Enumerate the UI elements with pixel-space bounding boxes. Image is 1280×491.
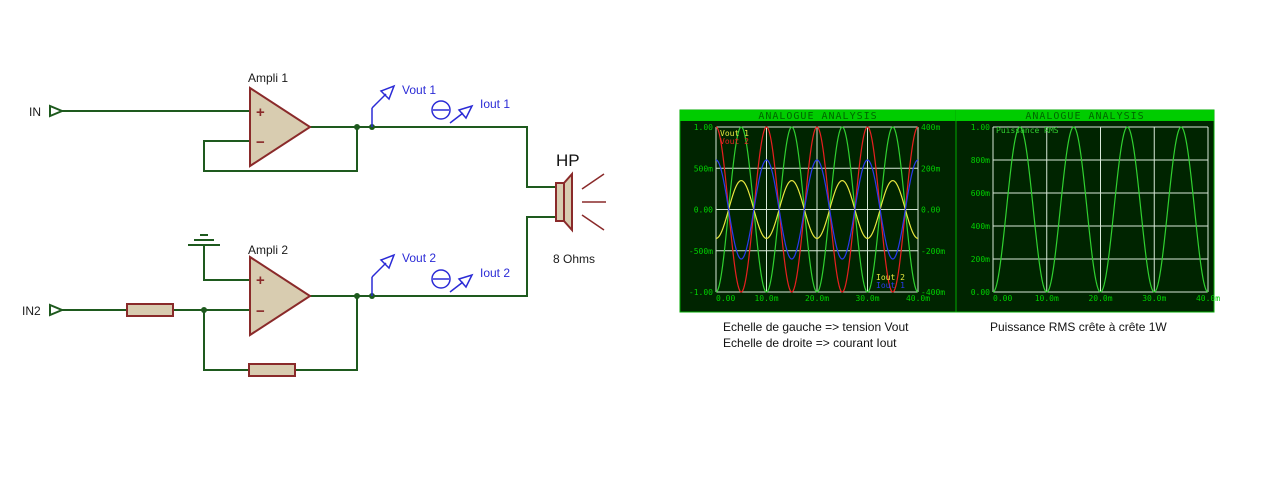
y-left-tick-label: -500m bbox=[689, 247, 713, 256]
opamp1-minus: − bbox=[256, 134, 265, 151]
scope2-grid bbox=[992, 126, 1209, 293]
scope1-curves bbox=[715, 126, 919, 293]
y-right-tick-label: -200m bbox=[921, 247, 945, 256]
vout2-label: Vout 2 bbox=[402, 251, 436, 265]
y-left-tick-label: 800m bbox=[971, 156, 990, 165]
scope1-legend-iout2: Iout 2 bbox=[876, 273, 905, 282]
iout1-label: Iout 1 bbox=[480, 97, 510, 111]
resistor-input[interactable] bbox=[126, 303, 174, 317]
caption-power: Puissance RMS crête à crête 1W bbox=[990, 320, 1167, 334]
scope2-header bbox=[956, 110, 1214, 121]
x-tick-label: 30.0m bbox=[855, 294, 879, 303]
voltage-probe-vout2-icon[interactable] bbox=[371, 253, 396, 296]
x-tick-label: 10.0m bbox=[754, 294, 778, 303]
hp-impedance-label: 8 Ohms bbox=[553, 252, 595, 266]
resistor-feedback[interactable] bbox=[248, 363, 296, 377]
scope1-frame bbox=[679, 109, 957, 313]
caption-right-scale: Echelle de droite => courant Iout bbox=[723, 336, 897, 350]
scope2-axis-labels: 0.00 10.0m 20.0m 30.0m 40.0m 1.00 800m 600m 400m… bbox=[971, 123, 1220, 303]
scope1-axis-labels: 0.00 10.0m 20.0m 30.0m 40.0m 1.00 500m 0.00 -500… bbox=[689, 123, 945, 303]
input-label-in2: IN2 bbox=[22, 304, 41, 318]
y-left-tick-label: 1.00 bbox=[694, 123, 713, 132]
input-terminal-in1[interactable] bbox=[49, 104, 65, 118]
ampli2-label: Ampli 2 bbox=[248, 243, 288, 257]
scope-panel-power: ANALOGUE ANALYSIS 0.00 10.0m 20.0m 30.0m 40.… bbox=[955, 109, 1220, 313]
y-left-tick-label: 1.00 bbox=[971, 123, 990, 132]
speaker-icon[interactable] bbox=[555, 171, 606, 233]
series-puissance-rms bbox=[992, 126, 1209, 293]
x-tick-label: 0.00 bbox=[993, 294, 1012, 303]
hp-label: HP bbox=[556, 151, 580, 170]
vout1-label: Vout 1 bbox=[402, 83, 436, 97]
opamp1-plus: + bbox=[256, 104, 265, 121]
series-vout-1 bbox=[715, 126, 919, 293]
wires bbox=[62, 110, 556, 371]
scope2-legend-power: Puissance RMS bbox=[996, 126, 1059, 135]
scope-panel-voltage-current: ANALOGUE ANALYSIS 0.00 10.0m 20.0m 30.0m 40.… bbox=[679, 109, 957, 313]
scope1-header bbox=[680, 110, 956, 121]
opamp2-minus: − bbox=[256, 303, 265, 320]
current-probe-iout2-icon[interactable] bbox=[431, 269, 474, 293]
y-left-tick-label: 600m bbox=[971, 189, 990, 198]
input-terminal-in2[interactable] bbox=[49, 303, 65, 317]
x-tick-label: 40.0m bbox=[906, 294, 930, 303]
y-left-tick-label: -1.00 bbox=[689, 288, 713, 297]
y-left-tick-label: 0.00 bbox=[694, 206, 713, 215]
y-right-tick-label: 400m bbox=[921, 123, 940, 132]
caption-left-scale: Echelle de gauche => tension Vout bbox=[723, 320, 909, 334]
scope1-title: ANALOGUE ANALYSIS bbox=[758, 111, 877, 122]
ground-icon bbox=[188, 234, 220, 248]
scope1-legend-vout2: Vout 2 bbox=[720, 137, 749, 146]
x-tick-label: 20.0m bbox=[1088, 294, 1112, 303]
opamp-ampli1[interactable]: + − bbox=[249, 86, 312, 168]
x-tick-label: 20.0m bbox=[805, 294, 829, 303]
y-right-tick-label: 200m bbox=[921, 164, 940, 173]
series-iout-2 bbox=[715, 180, 919, 239]
x-tick-label: 40.0m bbox=[1196, 294, 1220, 303]
ampli1-label: Ampli 1 bbox=[248, 71, 288, 85]
series-vout-2 bbox=[715, 126, 919, 293]
x-tick-label: 10.0m bbox=[1035, 294, 1059, 303]
opamp2-plus: + bbox=[256, 272, 265, 289]
current-probe-iout1-icon[interactable] bbox=[431, 100, 474, 124]
y-right-tick-label: -400m bbox=[921, 288, 945, 297]
y-left-tick-label: 500m bbox=[694, 164, 713, 173]
scope1-legend-iout1: Iout 1 bbox=[876, 281, 905, 290]
iout2-label: Iout 2 bbox=[480, 266, 510, 280]
schematic: IN IN2 bbox=[22, 71, 606, 377]
scope2-curves bbox=[992, 126, 1209, 293]
y-left-tick-label: 0.00 bbox=[971, 288, 990, 297]
x-tick-label: 0.00 bbox=[716, 294, 735, 303]
x-tick-label: 30.0m bbox=[1142, 294, 1166, 303]
scope2-frame bbox=[955, 109, 1215, 313]
series-iout-1 bbox=[715, 159, 919, 260]
opamp-ampli2[interactable]: + − bbox=[249, 255, 312, 337]
y-right-tick-label: 0.00 bbox=[921, 206, 940, 215]
scope2-title: ANALOGUE ANALYSIS bbox=[1025, 111, 1144, 122]
y-left-tick-label: 400m bbox=[971, 222, 990, 231]
input-label-in1: IN bbox=[29, 105, 41, 119]
y-left-tick-label: 200m bbox=[971, 255, 990, 264]
scope1-legend-vout1: Vout 1 bbox=[720, 129, 749, 138]
voltage-probe-vout1-icon[interactable] bbox=[371, 84, 396, 127]
